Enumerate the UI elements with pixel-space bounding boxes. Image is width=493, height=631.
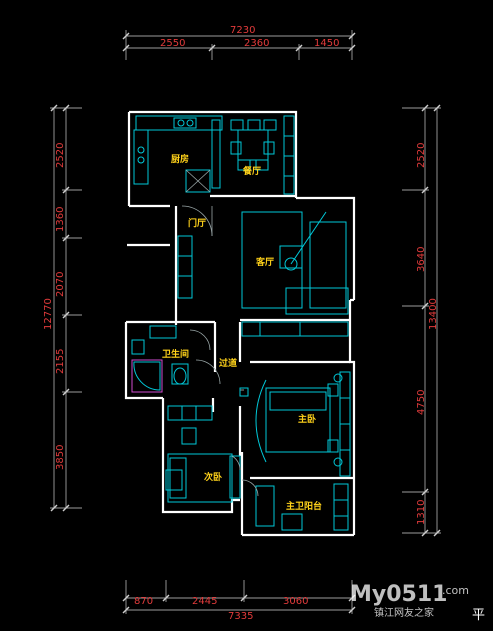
dining-fixtures bbox=[230, 115, 295, 195]
room-label-bathroom: 卫生间 bbox=[162, 348, 189, 360]
kitchen-fixtures bbox=[133, 115, 223, 193]
right-dimension-group: 2520 3640 4750 1310 13400 bbox=[402, 104, 441, 537]
master-bedroom-fixtures bbox=[255, 371, 351, 477]
room-label-kitchen: 厨房 bbox=[171, 153, 189, 165]
right-dimension-3: 4750 bbox=[416, 390, 427, 415]
bathroom-fixtures bbox=[131, 325, 211, 393]
second-bedroom-fixtures bbox=[165, 453, 241, 503]
room-label-master-bathroom: 主卫阳台 bbox=[286, 500, 322, 512]
room-label-master-bedroom: 主卧 bbox=[298, 413, 316, 425]
top-dimension-2: 2360 bbox=[244, 38, 269, 49]
watermark-brand: My0511 bbox=[350, 582, 447, 607]
master-bathroom-fixtures bbox=[241, 479, 349, 531]
right-dimension-1: 2520 bbox=[416, 143, 427, 168]
left-dimension-2: 1360 bbox=[55, 207, 66, 232]
top-dimension-3: 1450 bbox=[314, 38, 339, 49]
top-dimension-group: 7230 2550 2360 1450 bbox=[122, 25, 356, 60]
living-fixtures bbox=[241, 211, 349, 337]
left-dimension-5: 3850 bbox=[55, 445, 66, 470]
watermark-tagline: 镇江网友之家 bbox=[374, 606, 434, 619]
right-dimension-2: 3640 bbox=[416, 247, 427, 272]
watermark: My0511 .com 镇江网友之家 bbox=[350, 582, 469, 619]
walls bbox=[124, 110, 356, 537]
left-total-dimension: 12770 bbox=[43, 298, 54, 330]
left-dimension-group: 12770 2520 1360 2070 2155 3850 bbox=[43, 104, 82, 512]
room-label-second-bedroom: 次卧 bbox=[204, 471, 222, 483]
room-label-dining: 餐厅 bbox=[242, 165, 261, 177]
top-dimension-1: 2550 bbox=[160, 38, 185, 49]
left-dimension-4: 2155 bbox=[55, 349, 66, 374]
bottom-dimension-group: 870 2445 3060 7335 bbox=[122, 580, 356, 622]
left-dimension-1: 2520 bbox=[55, 143, 66, 168]
bottom-dimension-3: 3060 bbox=[283, 596, 308, 607]
right-dimension-4: 1310 bbox=[416, 500, 427, 525]
room-label-corridor: 过道 bbox=[219, 357, 237, 369]
watermark-domain: .com bbox=[442, 584, 469, 597]
bottom-total-dimension: 7335 bbox=[228, 611, 253, 622]
bottom-dimension-2: 2445 bbox=[192, 596, 217, 607]
title-fragment: 平 bbox=[472, 608, 485, 623]
entrance-fixtures bbox=[177, 205, 213, 299]
left-dimension-3: 2070 bbox=[55, 272, 66, 297]
corridor-fixtures bbox=[167, 359, 249, 445]
right-total-dimension: 13400 bbox=[428, 298, 439, 330]
room-label-living: 客厅 bbox=[255, 256, 274, 268]
top-total-dimension: 7230 bbox=[230, 25, 255, 36]
bottom-dimension-1: 870 bbox=[134, 596, 153, 607]
room-label-entrance: 门厅 bbox=[188, 217, 206, 229]
